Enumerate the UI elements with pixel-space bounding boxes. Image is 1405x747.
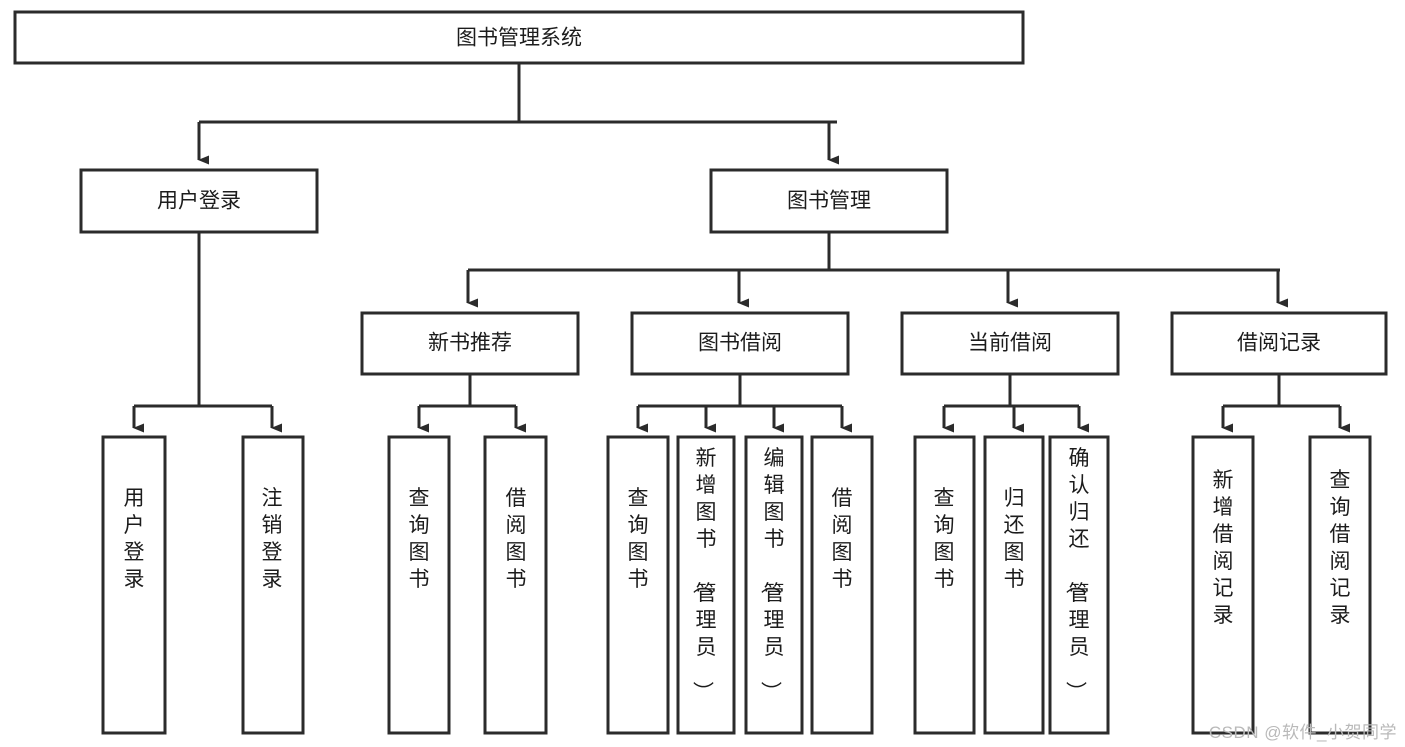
node-user-login-label: 用户登录 [157,190,241,213]
node-leaf-borrow-book-b-label: 借阅图书 [832,487,853,591]
node-leaf-query-borrow-record-box[interactable] [1308,435,1372,735]
node-book-borrow[interactable]: 图书借阅 [630,311,850,376]
node-leaf-add-borrow-record-label: 新增借阅记录 [1213,469,1234,627]
node-leaf-query-book-a-label: 查询图书 [409,487,430,591]
node-current-borrow-label: 当前借阅 [968,332,1052,355]
node-book-borrow-box[interactable] [630,311,850,376]
node-new-book-recommend-label: 新书推荐 [428,332,512,355]
node-leaf-confirm-return-admin-label: 确认归还（管理员） [1064,447,1090,702]
node-borrow-record-box[interactable] [1170,311,1388,376]
node-leaf-edit-book-admin-box[interactable] [744,435,804,735]
node-current-borrow[interactable]: 当前借阅 [900,311,1120,376]
node-leaf-logout-login-label: 注销登录 [262,487,283,591]
node-book-management[interactable]: 图书管理 [709,168,949,234]
node-leaf-logout-login[interactable]: 注销登录 [241,435,305,735]
node-current-borrow-box[interactable] [900,311,1120,376]
node-book-management-label: 图书管理 [787,190,871,213]
node-user-login-box[interactable] [79,168,319,234]
node-leaf-query-book-b-box[interactable] [606,435,670,735]
node-leaf-user-login-box[interactable] [101,435,167,735]
node-leaf-borrow-book-a[interactable]: 借阅图书 [483,435,548,735]
node-new-book-recommend[interactable]: 新书推荐 [360,311,580,376]
node-leaf-return-book-box[interactable] [983,435,1045,735]
node-root-label: 图书管理系统 [456,27,582,50]
node-leaf-query-book-b-label: 查询图书 [628,487,649,591]
node-user-login[interactable]: 用户登录 [79,168,319,234]
node-borrow-record-label: 借阅记录 [1237,332,1321,355]
node-leaf-return-book-label: 归还图书 [1004,487,1025,591]
node-leaf-add-book-admin-box[interactable] [676,435,736,735]
node-leaf-query-book-a[interactable]: 查询图书 [387,435,451,735]
node-borrow-record[interactable]: 借阅记录 [1170,311,1388,376]
node-leaf-query-book-c-box[interactable] [913,435,976,735]
node-leaf-add-book-admin-label: 新增图书（管理员） [691,447,717,702]
node-leaf-query-book-b[interactable]: 查询图书 [606,435,670,735]
node-root[interactable]: 图书管理系统 [13,10,1025,65]
node-book-management-box[interactable] [709,168,949,234]
node-leaf-add-borrow-record-box[interactable] [1191,435,1255,735]
node-leaf-query-book-c-label: 查询图书 [934,487,955,591]
node-new-book-recommend-box[interactable] [360,311,580,376]
node-leaf-logout-login-box[interactable] [241,435,305,735]
node-leaf-borrow-book-a-label: 借阅图书 [506,487,527,591]
node-leaf-confirm-return-admin-box[interactable] [1048,435,1110,735]
node-leaf-edit-book-admin[interactable]: 编辑图书（管理员） [744,435,804,735]
node-leaf-query-borrow-record-label: 查询借阅记录 [1330,469,1351,627]
node-leaf-user-login[interactable]: 用户登录 [101,435,167,735]
node-book-borrow-label: 图书借阅 [698,332,782,355]
node-leaf-add-borrow-record[interactable]: 新增借阅记录 [1191,435,1255,735]
node-leaf-query-borrow-record[interactable]: 查询借阅记录 [1308,435,1372,735]
node-layer: 图书管理系统 用户登录 图书管理 新书推荐 图书借阅 当前 [13,10,1388,735]
node-leaf-borrow-book-a-box[interactable] [483,435,548,735]
node-leaf-user-login-label: 用户登录 [124,487,145,591]
node-leaf-query-book-a-box[interactable] [387,435,451,735]
connector-layer [132,63,1350,433]
node-leaf-add-book-admin[interactable]: 新增图书（管理员） [676,435,736,735]
node-leaf-return-book[interactable]: 归还图书 [983,435,1045,735]
node-leaf-borrow-book-b-box[interactable] [810,435,874,735]
node-root-box[interactable] [13,10,1025,65]
node-leaf-borrow-book-b[interactable]: 借阅图书 [810,435,874,735]
node-leaf-confirm-return-admin[interactable]: 确认归还（管理员） [1048,435,1110,735]
node-leaf-query-book-c[interactable]: 查询图书 [913,435,976,735]
node-leaf-edit-book-admin-label: 编辑图书（管理员） [759,447,785,702]
